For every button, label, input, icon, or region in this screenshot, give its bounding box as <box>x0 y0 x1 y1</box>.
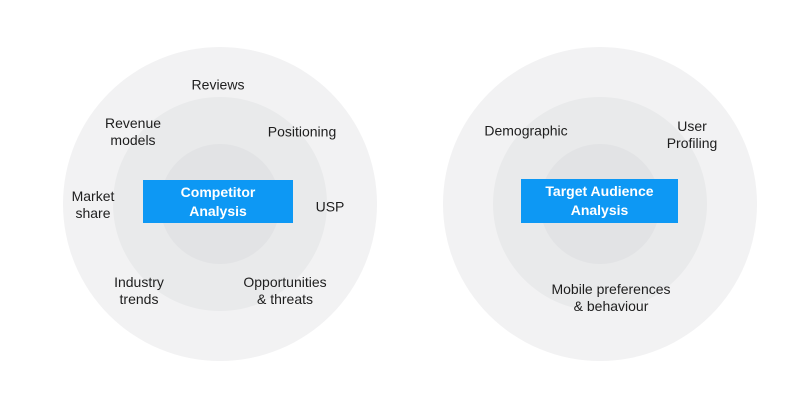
competitor-analysis-center-box: Competitor Analysis <box>143 180 293 223</box>
target-audience-analysis-center-box: Target Audience Analysis <box>521 179 678 223</box>
target-audience-title-line2: Analysis <box>570 202 629 218</box>
label-positioning: Positioning <box>267 123 337 140</box>
label-usp: USP <box>315 198 345 215</box>
label-reviews: Reviews <box>191 76 245 93</box>
label-user-profiling: User Profiling <box>666 118 718 151</box>
competitor-title-line2: Analysis <box>189 202 247 219</box>
label-opportunities-threats: Opportunities & threats <box>243 274 327 307</box>
label-revenue-models: Revenue models <box>104 115 162 148</box>
label-market-share: Market share <box>71 188 115 221</box>
label-mobile-preferences-behaviour: Mobile preferences & behaviour <box>551 281 671 314</box>
target-audience-title-line1: Target Audience <box>545 183 654 199</box>
label-industry-trends: Industry trends <box>114 274 164 307</box>
label-demographic: Demographic <box>484 122 568 139</box>
competitor-title-line1: Competitor <box>180 183 256 200</box>
